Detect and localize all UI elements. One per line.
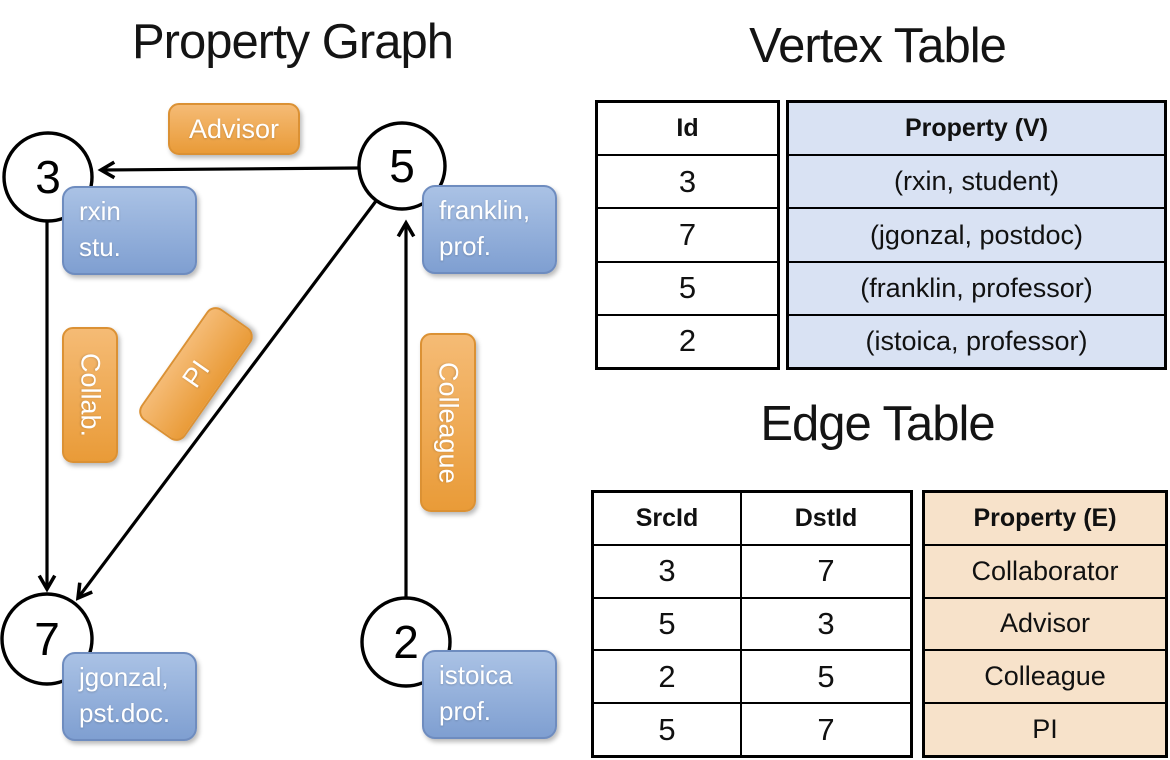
edge-srcid-cell: 2 xyxy=(594,651,742,703)
edge-srcid-cell: 3 xyxy=(594,545,742,597)
edge-label-collab: Collab. xyxy=(62,327,118,463)
vertex-table-id-column: Id 3 7 5 2 xyxy=(595,100,780,370)
table-row: 7 xyxy=(598,207,777,260)
table-header-row: SrcId DstId xyxy=(594,493,910,544)
vertex-id-cell: 3 xyxy=(678,163,697,199)
table-row: PI xyxy=(925,702,1165,755)
edge-label-colleague: Colleague xyxy=(420,333,476,512)
vertex-label-franklin: franklin, prof. xyxy=(422,185,557,274)
vertex-id-header: Id xyxy=(676,114,699,143)
vertex-label-rxin: rxin stu. xyxy=(62,186,197,275)
vertex-label-line: rxin xyxy=(79,196,121,226)
table-row: 2 xyxy=(598,313,777,367)
edge-property-cell: Collaborator xyxy=(971,555,1119,586)
vertex-label-line: prof. xyxy=(439,230,492,261)
vertex-label-line: stu. xyxy=(79,231,121,262)
table-row: Advisor xyxy=(925,596,1165,650)
edge-advisor-arrow xyxy=(101,168,359,170)
table-row: Colleague xyxy=(925,649,1165,702)
vertex-property-cell: (rxin, student) xyxy=(893,166,1060,197)
vertex-table-title: Vertex Table xyxy=(749,19,1007,73)
edge-srcid-cell: 5 xyxy=(594,598,742,650)
node-2-id: 2 xyxy=(393,616,419,668)
table-row: 5 xyxy=(598,260,777,314)
vertex-label-line: pst.doc. xyxy=(79,697,171,728)
table-row: Collaborator xyxy=(925,543,1165,597)
table-row: (jgonzal, postdoc) xyxy=(789,207,1164,260)
vertex-property-header: Property (V) xyxy=(904,114,1049,143)
vertex-label-line: prof. xyxy=(439,695,492,726)
edge-table-id-columns: SrcId DstId 3 7 5 3 2 5 5 7 xyxy=(591,490,913,758)
table-header-row: Property (E) xyxy=(925,493,1165,544)
vertex-label-line: jgonzal, xyxy=(79,662,169,692)
edge-dstid-cell: 7 xyxy=(817,711,835,747)
edge-property-header: Property (E) xyxy=(973,503,1117,532)
vertex-label-line: istoica xyxy=(439,660,513,690)
edge-dstid-cell: 5 xyxy=(817,658,835,694)
edge-dstid-cell: 3 xyxy=(817,605,835,641)
edge-label-advisor: Advisor xyxy=(168,103,300,155)
table-header-row: Property (V) xyxy=(789,103,1164,154)
edge-table-title: Edge Table xyxy=(760,397,995,451)
vertex-id-cell: 5 xyxy=(678,270,697,306)
node-5-circle xyxy=(357,121,447,211)
edge-property-cell: Colleague xyxy=(984,661,1106,692)
edge-property-cell: Advisor xyxy=(999,608,1091,639)
table-row: 2 5 xyxy=(594,649,910,703)
edge-pi-arrow xyxy=(78,200,378,598)
table-row: (franklin, professor) xyxy=(789,260,1164,314)
node-3-id: 3 xyxy=(35,151,61,203)
table-row: 3 7 xyxy=(594,543,910,597)
vertex-id-cell: 2 xyxy=(678,323,697,359)
vertex-label-jgonzal: jgonzal, pst.doc. xyxy=(62,652,197,741)
table-row: 3 xyxy=(598,154,777,207)
vertex-table-property-column: Property (V) (rxin, student) (jgonzal, p… xyxy=(786,100,1167,370)
property-graph-title: Property Graph xyxy=(132,15,454,69)
table-row: 5 3 xyxy=(594,596,910,650)
table-row: (rxin, student) xyxy=(789,154,1164,207)
vertex-label-line: franklin, xyxy=(439,195,531,225)
edge-srcid-header: SrcId xyxy=(594,493,742,544)
edge-srcid-cell: 5 xyxy=(594,704,742,755)
vertex-property-cell: (franklin, professor) xyxy=(860,272,1093,303)
table-row: 5 7 xyxy=(594,702,910,755)
vertex-property-cell: (jgonzal, postdoc) xyxy=(869,219,1084,250)
vertex-property-cell: (istoica, professor) xyxy=(865,325,1088,356)
table-header-row: Id xyxy=(598,103,777,154)
edge-table-property-column: Property (E) Collaborator Advisor Collea… xyxy=(922,490,1168,758)
edge-dstid-cell: 7 xyxy=(817,553,835,589)
edge-property-cell: PI xyxy=(1032,714,1058,745)
table-row: (istoica, professor) xyxy=(789,313,1164,367)
vertex-label-istoica: istoica prof. xyxy=(422,650,557,739)
node-5-id: 5 xyxy=(389,140,415,192)
vertex-id-cell: 7 xyxy=(678,217,697,252)
node-7-id: 7 xyxy=(34,613,60,665)
edge-dstid-header: DstId xyxy=(794,503,858,532)
